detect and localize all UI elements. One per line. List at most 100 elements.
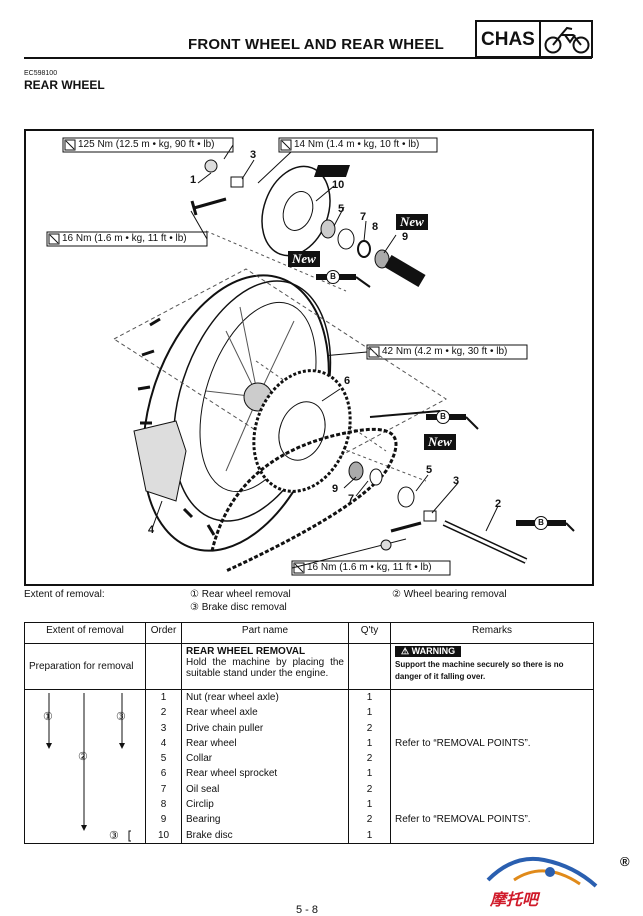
part-label: 6	[344, 375, 351, 387]
part-cell: Rear wheel	[186, 737, 237, 749]
part-cell: Collar	[186, 753, 213, 765]
part-cell: Rear wheel axle	[186, 707, 258, 719]
qty-cell: 1	[366, 799, 373, 811]
remark-cell: Refer to “REMOVAL POINTS”.	[395, 814, 531, 826]
extent-legend-label: Extent of removal:	[24, 589, 105, 600]
extent-legend-1: ① Rear wheel removal	[190, 589, 291, 600]
chapter-tab-divider	[539, 22, 541, 56]
part-cell: Circlip	[186, 799, 214, 811]
prep-text: Hold the machine by placing the suitable…	[186, 657, 344, 679]
qty-cell: 2	[366, 783, 373, 795]
extent-bracket-cell: ① ③ ② ③	[24, 689, 146, 844]
chapter-tag: CHAS	[481, 29, 535, 50]
col-header-order: Order	[145, 622, 182, 644]
qty-cell: 1	[366, 737, 373, 749]
table-header-row: Extent of removal Order Part name Q'ty R…	[24, 622, 594, 644]
remark-cell	[395, 751, 593, 766]
part-label: 10	[332, 179, 345, 191]
part-cell: Drive chain puller	[186, 722, 264, 734]
extent-brackets	[46, 693, 131, 842]
qty-cell: 2	[366, 814, 373, 826]
part-label: 5	[426, 464, 433, 476]
remarks-column: Refer to “REMOVAL POINTS”. Refer to “REM…	[390, 689, 594, 844]
remark-cell	[395, 766, 593, 781]
extent-legend-3: ③ Brake disc removal	[190, 602, 287, 613]
torque-box-2	[278, 137, 438, 153]
torque-spec-disc-bolt: 14 Nm (1.4 m • kg, 10 ft • lb)	[294, 139, 420, 150]
torque-spec-lower-bolt: 16 Nm (1.6 m • kg, 11 ft • lb)	[307, 562, 432, 573]
part-cell: Oil seal	[186, 783, 220, 795]
steps-block: ① ③ ② ③ 1 2 3 4 5 6 7 8 9 10 Nut (rear w…	[24, 689, 594, 844]
remark-cell	[395, 705, 593, 720]
diagram-drawing	[46, 137, 575, 576]
part-column: Nut (rear wheel axle) Rear wheel axle Dr…	[181, 689, 349, 844]
part-label: 9	[402, 231, 409, 243]
order-cell: 1	[160, 692, 167, 703]
remark-cell	[395, 690, 593, 705]
remark-cell	[395, 721, 593, 736]
part-label: 2	[495, 498, 502, 510]
order-cell: 8	[160, 799, 167, 811]
qty-cell: 1	[366, 768, 373, 780]
part-label: 9	[332, 483, 339, 495]
qty-cell: 1	[366, 707, 373, 719]
exploded-view-diagram: 125 Nm (12.5 m • kg, 90 ft • lb) 14 Nm (…	[24, 129, 594, 586]
part-label: 1	[190, 174, 197, 186]
order-cell: 9	[160, 814, 167, 826]
qty-column: 1 1 2 1 2 1 2 1 2 1	[348, 689, 391, 844]
col-header-part: Part name	[181, 622, 349, 644]
order-cell: 7	[160, 783, 167, 795]
order-cell: 6	[160, 768, 167, 780]
order-cell: 4	[160, 737, 167, 749]
part-label: 3	[453, 475, 460, 487]
remark-cell	[395, 828, 593, 843]
removal-table: Extent of removal Order Part name Q'ty R…	[24, 622, 594, 844]
extent-marker-3: ③	[109, 830, 119, 842]
part-label: 7	[360, 211, 367, 223]
extent-marker-2: ②	[78, 751, 88, 763]
part-label: 5	[338, 203, 345, 215]
watermark-logo-text: 摩托吧	[490, 892, 539, 909]
part-label: 4	[148, 524, 155, 536]
watermark-logo-graphic	[486, 856, 598, 888]
grease-marker: B	[436, 410, 450, 424]
part-cell: Brake disc	[186, 829, 233, 841]
order-column: 1 2 3 4 5 6 7 8 9 10	[145, 689, 182, 844]
section-title: REAR WHEEL	[24, 78, 105, 92]
col-header-qty: Q'ty	[348, 622, 391, 644]
order-cell: 2	[160, 707, 167, 719]
chapter-tab: CHAS	[475, 20, 593, 58]
order-cell: 5	[160, 753, 167, 765]
warning-box: ⚠ WARNING Support the machine securely s…	[390, 643, 594, 690]
part-label: 8	[372, 221, 379, 233]
page-title: FRONT WHEEL AND REAR WHEEL	[188, 36, 445, 53]
page-number: 5 - 8	[296, 904, 319, 916]
motorcycle-icon	[544, 26, 590, 54]
new-part-tag: New	[288, 251, 320, 267]
warning-title: WARNING	[411, 646, 456, 656]
section-code: EC598100	[24, 70, 58, 77]
sprocket-drawing	[252, 369, 352, 493]
part-label: 3	[250, 149, 257, 161]
qty-cell: 2	[366, 722, 373, 734]
prep-label: Preparation for removal	[24, 643, 146, 690]
remark-cell	[395, 782, 593, 797]
order-cell: 10	[157, 829, 170, 841]
order-cell: 3	[160, 722, 167, 734]
part-cell: Nut (rear wheel axle)	[186, 692, 279, 703]
new-part-tag: New	[424, 434, 456, 450]
prep-row: Preparation for removal REAR WHEEL REMOV…	[24, 643, 594, 690]
qty-cell: 1	[366, 829, 373, 841]
registered-mark: ®	[620, 854, 630, 869]
extent-marker-3: ③	[116, 711, 126, 723]
part-label: 7	[348, 493, 355, 505]
header-rule	[24, 57, 592, 59]
col-header-extent: Extent of removal	[24, 622, 146, 644]
remark-cell: Refer to “REMOVAL POINTS”.	[395, 737, 531, 749]
grease-marker: B	[534, 516, 548, 530]
extent-legend-2: ② Wheel bearing removal	[392, 589, 507, 600]
grease-marker: B	[326, 270, 340, 284]
prep-title: REAR WHEEL REMOVAL	[186, 646, 306, 657]
torque-spec-axle-nut: 125 Nm (12.5 m • kg, 90 ft • lb)	[78, 139, 215, 150]
qty-cell: 1	[366, 692, 373, 703]
